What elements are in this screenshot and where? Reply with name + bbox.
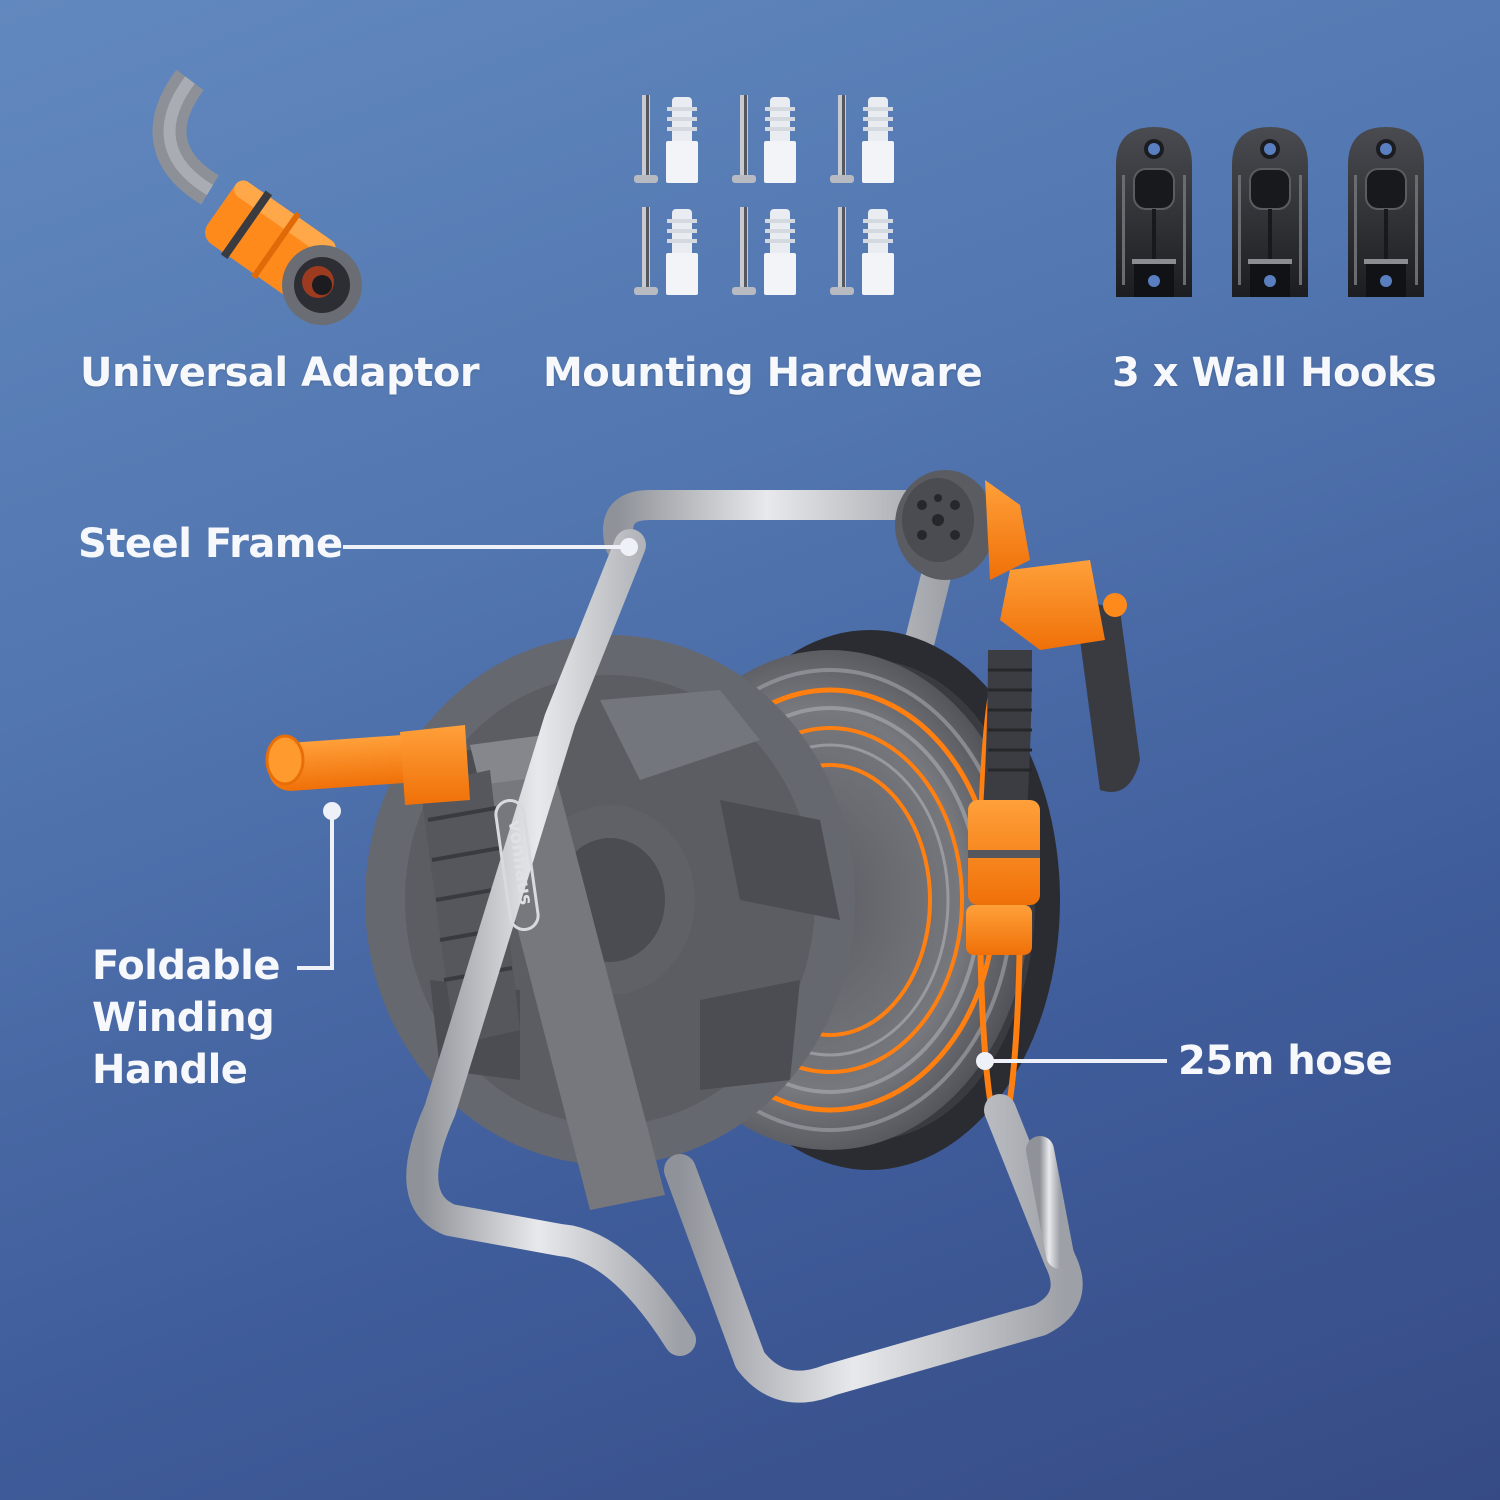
accessory-universal-adaptor [150,69,390,330]
caption-mounting-hardware: Mounting Hardware [543,350,983,396]
callout-hose-length: 25m hose [1178,1038,1393,1084]
leader-line-handle-horizontal [297,966,334,970]
hose-adaptor-icon [152,69,362,325]
spray-gun [895,470,1140,792]
leader-dot-steel-frame [620,538,638,556]
callout-foldable-winding-handle: Foldable Winding Handle [92,940,281,1096]
callout-handle-line-1: Foldable [92,943,281,989]
caption-wall-hooks: 3 x Wall Hooks [1112,350,1437,396]
caption-universal-adaptor: Universal Adaptor [80,350,480,396]
callout-handle-line-3: Handle [92,1047,248,1093]
steel-frame-front [406,529,696,1356]
leader-dot-handle [323,802,341,820]
leader-line-hose [985,1059,1167,1063]
callout-handle-line-2: Winding [92,995,275,1041]
leader-dot-hose [976,1052,994,1070]
callout-steel-frame: Steel Frame [78,521,343,567]
leader-line-steel-frame [343,545,628,549]
leader-line-handle-vertical [330,810,334,970]
